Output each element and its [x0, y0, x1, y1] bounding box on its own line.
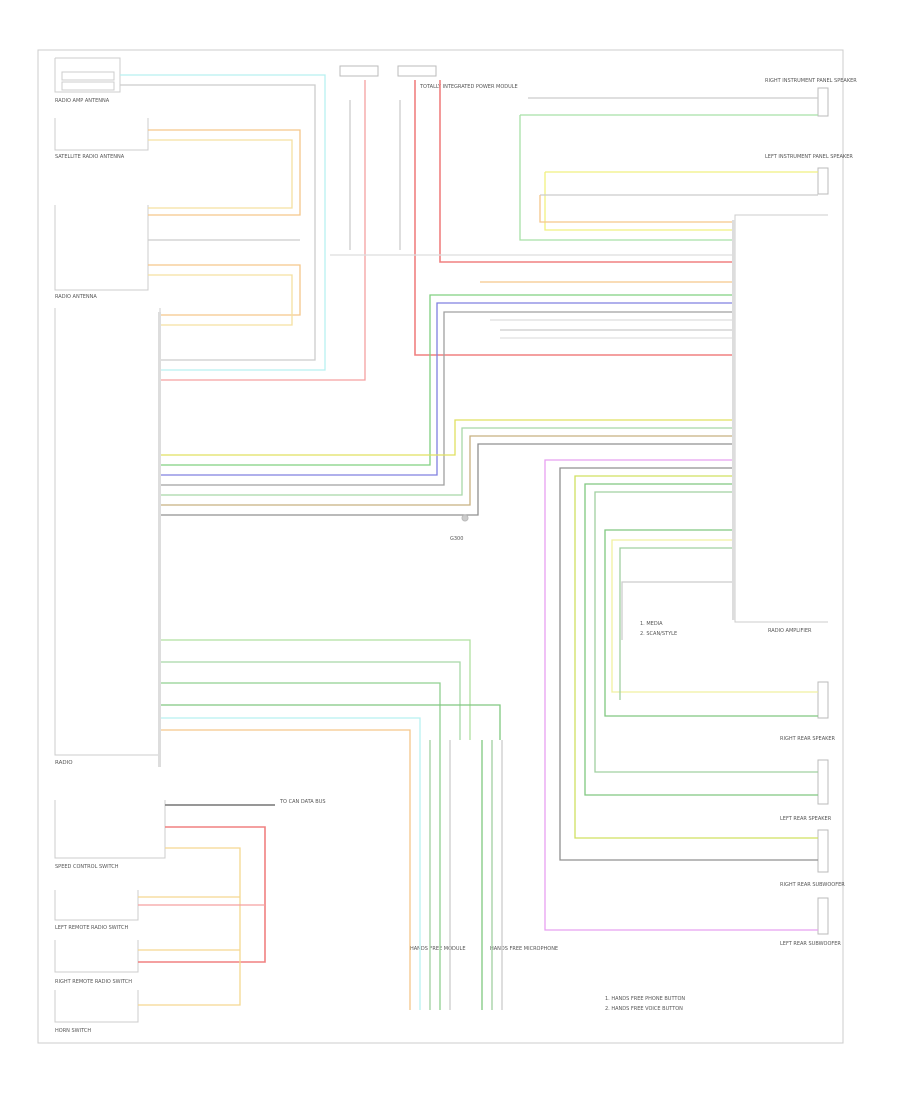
wire-rear-green-1 — [584, 483, 818, 796]
satellite-antenna-box — [54, 118, 149, 151]
connector-pins — [158, 220, 735, 767]
wire-can-grey — [160, 311, 735, 486]
radio-antenna-label: RADIO ANTENNA — [55, 294, 97, 300]
wire-red-fuse-1 — [160, 80, 366, 381]
right-ip-speaker-symbol — [817, 87, 829, 117]
wire-ant-orange-4 — [148, 274, 293, 326]
diagram-border — [37, 49, 844, 1044]
wire-ant-orange-2 — [148, 139, 293, 209]
wire-rear-green-2 — [594, 491, 818, 773]
left-rear-speaker-label: LEFT REAR SPEAKER — [780, 816, 832, 822]
wire-sat-ant-signal — [120, 74, 326, 371]
radio-label: RADIO — [55, 760, 73, 766]
legend-note-1: 1. MEDIA — [640, 621, 663, 627]
radio-amplifier-box — [734, 214, 828, 623]
horn-switch-box — [54, 990, 139, 1023]
left-rear-subwoofer-label: LEFT REAR SUBWOOFER — [780, 941, 841, 947]
hands-free-module-label: HANDS FREE MODULE — [410, 946, 466, 952]
radio-box — [54, 308, 161, 756]
amp-antenna-label: RADIO AMP ANTENNA — [55, 98, 110, 104]
left-rear-speaker-symbol — [817, 759, 829, 805]
wire-hf-green-1 — [160, 639, 471, 740]
wire-hf-orange — [160, 729, 411, 1010]
left-remote-switch-label: LEFT REMOTE RADIO SWITCH — [55, 925, 128, 931]
wire-can-blue — [160, 302, 735, 476]
fuse-box-label: TOTALLY INTEGRATED POWER MODULE — [419, 84, 518, 90]
ground-label: G300 — [450, 536, 463, 542]
wire-ip-right-green — [519, 115, 735, 241]
wire-red-fuse-3 — [439, 80, 735, 263]
wires — [120, 74, 818, 1010]
wire-sub-violet — [544, 459, 818, 931]
right-remote-switch-box — [54, 940, 139, 973]
wire-switch-red — [138, 826, 266, 963]
left-rear-subwoofer-symbol — [817, 897, 829, 935]
right-rear-subwoofer-symbol — [817, 829, 829, 873]
left-remote-switch-box — [54, 890, 139, 921]
wire-speaker-tan — [160, 435, 735, 506]
right-ip-speaker-label: RIGHT INSTRUMENT PANEL SPEAKER — [765, 78, 857, 84]
wire-ant-orange-3 — [148, 264, 301, 316]
right-remote-switch-label: RIGHT REMOTE RADIO SWITCH — [55, 979, 132, 985]
wire-red-fuse-2 — [414, 80, 735, 356]
component-boxes: RADIO AMP ANTENNA SATELLITE RADIO ANTENN… — [54, 57, 166, 1034]
wire-hf-green-2 — [160, 661, 461, 740]
wire-hf-green-4 — [160, 704, 501, 740]
wire-can-green — [160, 294, 735, 466]
right-rear-speaker-label: RIGHT REAR SPEAKER — [780, 736, 836, 742]
wire-switch-yellow — [138, 847, 241, 1006]
satellite-antenna-label: SATELLITE RADIO ANTENNA — [55, 154, 125, 160]
center-labels: TOTALLY INTEGRATED POWER MODULE G300 HAN… — [279, 84, 558, 952]
left-ip-speaker-symbol — [817, 167, 829, 195]
amp-antenna-box — [54, 57, 121, 93]
wire-sat-ant-ground — [120, 84, 316, 361]
fuse-symbols — [339, 65, 469, 522]
wire-speaker-lightgreen — [160, 427, 735, 496]
wire-hf-cyan — [160, 717, 421, 1010]
wire-rear-right-green — [604, 529, 818, 717]
wire-sub-grey — [559, 467, 818, 861]
wire-speaker-yellow — [160, 419, 735, 456]
wire-speaker-darkgrey — [160, 443, 735, 516]
right-components: RIGHT INSTRUMENT PANEL SPEAKER LEFT INST… — [605, 78, 857, 1012]
wire-rear-right-yellow — [611, 539, 818, 693]
radio-antenna-box — [54, 205, 149, 291]
legend-note-2: 2. SCAN/STYLE — [640, 631, 677, 637]
wire-sub-yellowgreen — [574, 475, 818, 839]
note-1: 1. HANDS FREE PHONE BUTTON — [605, 996, 685, 1002]
wire-hf-green-3 — [160, 682, 441, 1010]
note-2: 2. HANDS FREE VOICE BUTTON — [605, 1006, 683, 1012]
hands-free-microphone-label: HANDS FREE MICROPHONE — [490, 946, 558, 952]
right-rear-subwoofer-label: RIGHT REAR SUBWOOFER — [780, 882, 845, 888]
speed-control-switch-label: SPEED CONTROL SWITCH — [55, 864, 119, 870]
ground-symbol — [461, 514, 469, 522]
left-ip-speaker-label: LEFT INSTRUMENT PANEL SPEAKER — [765, 154, 853, 160]
radio-amplifier-label: RADIO AMPLIFIER — [768, 628, 812, 634]
speed-control-switch-box — [54, 800, 166, 859]
right-rear-speaker-symbol — [817, 681, 829, 719]
wire-ant-orange-1 — [148, 129, 301, 216]
horn-switch-label: HORN SWITCH — [55, 1028, 91, 1034]
can-bus-label: TO CAN DATA BUS — [279, 799, 326, 805]
